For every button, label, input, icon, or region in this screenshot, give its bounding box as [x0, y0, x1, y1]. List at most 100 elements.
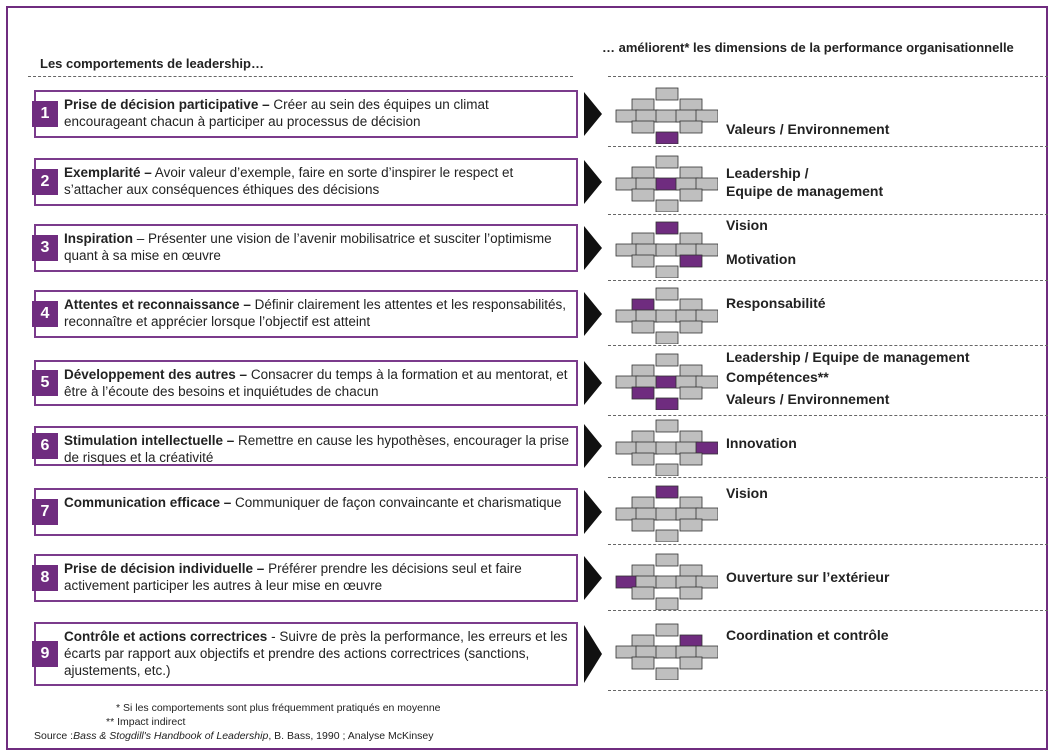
performance-dimension-label: Leadership / — [726, 165, 809, 181]
behavior-title: Attentes et reconnaissance – — [64, 297, 251, 312]
dimension-block-top — [655, 419, 679, 433]
dimension-block-center — [655, 109, 679, 123]
performance-dimension-label: Coordination et contrôle — [726, 627, 889, 643]
behavior-text: Développement des autres – Consacrer du … — [64, 366, 570, 400]
dimension-block-bottom-left — [631, 518, 655, 532]
performance-dimension-label: Leadership / Equipe de management — [726, 349, 970, 365]
dimension-block-bottom-right — [679, 254, 703, 268]
arrow-icon — [584, 92, 602, 136]
behavior-title: Exemplarité – — [64, 165, 152, 180]
behavior-number-badge: 6 — [32, 433, 58, 459]
dimension-block-bottom-right — [679, 188, 703, 202]
behavior-title: Communication efficace – — [64, 495, 232, 510]
performance-dimension-label: Motivation — [726, 251, 796, 267]
dimension-block-bottom-right — [679, 586, 703, 600]
dimension-block-bottom — [655, 331, 679, 344]
dimension-block-center-left — [635, 243, 659, 257]
dimension-block-right — [695, 507, 718, 521]
dimension-block-top-left — [631, 564, 655, 578]
right-header: … améliorent* les dimensions de la perfo… — [602, 40, 1014, 55]
performance-dimension-diagram — [615, 485, 718, 542]
performance-dimension-diagram — [615, 553, 718, 610]
dimension-block-bottom — [655, 463, 679, 476]
dimension-block-top-right — [679, 298, 703, 312]
diagram-frame — [6, 6, 1048, 750]
dimension-block-center — [655, 441, 679, 455]
dimension-block-center — [655, 375, 679, 389]
behavior-title: Contrôle et actions correctrices — [64, 629, 268, 644]
dimension-block-center — [655, 507, 679, 521]
arrow-icon — [584, 361, 602, 405]
performance-dimension-label: Ouverture sur l’extérieur — [726, 569, 890, 585]
behavior-number-badge: 4 — [32, 301, 58, 327]
behavior-number-badge: 3 — [32, 235, 58, 261]
behavior-title: Inspiration — [64, 231, 134, 246]
row-divider — [608, 415, 1048, 416]
dimension-block-bottom — [655, 597, 679, 610]
behavior-number-badge: 1 — [32, 101, 58, 127]
dimension-block-right — [695, 375, 718, 389]
behavior-title: Développement des autres – — [64, 367, 248, 382]
dimension-block-center-left — [635, 645, 659, 659]
source-rest: , B. Bass, 1990 ; Analyse McKinsey — [268, 730, 434, 742]
dimension-block-center — [655, 177, 679, 191]
performance-dimension-label: Compétences** — [726, 369, 829, 385]
row-divider — [608, 610, 1048, 611]
dimension-block-top — [655, 287, 679, 301]
dimension-block-center-left — [635, 109, 659, 123]
performance-dimension-diagram — [615, 353, 718, 410]
behavior-text: Exemplarité – Avoir valeur d’exemple, fa… — [64, 164, 570, 198]
dimension-block-center-right — [675, 575, 699, 589]
dimension-block-left — [615, 375, 639, 389]
footnote-2: ** Impact indirect — [106, 716, 186, 728]
arrow-icon — [584, 160, 602, 204]
dimension-block-top-left — [631, 166, 655, 180]
performance-dimension-diagram — [615, 155, 718, 212]
dimension-block-center-left — [635, 507, 659, 521]
behavior-description: Créer au sein des équipes un climat enco… — [64, 97, 489, 129]
dimension-block-top-left — [631, 634, 655, 648]
dimension-block-bottom-left — [631, 386, 655, 400]
dimension-block-center-left — [635, 575, 659, 589]
dimension-block-left — [615, 109, 639, 123]
dimension-block-top-right — [679, 634, 703, 648]
dimension-block-bottom-left — [631, 188, 655, 202]
dimension-block-left — [615, 243, 639, 257]
dimension-block-bottom-left — [631, 254, 655, 268]
dimension-block-bottom — [655, 265, 679, 278]
behavior-text: Communication efficace – Communiquer de … — [64, 494, 570, 511]
behavior-description: Préférer prendre les décisions seul et f… — [64, 561, 522, 593]
dimension-block-center-right — [675, 441, 699, 455]
dimension-block-center-left — [635, 375, 659, 389]
performance-dimension-diagram — [615, 87, 718, 144]
behavior-text: Inspiration – Présenter une vision de l’… — [64, 230, 570, 264]
source-note: Source :Bass & Stogdill's Handbook of Le… — [34, 730, 434, 742]
arrow-icon — [584, 292, 602, 336]
row-divider — [608, 214, 1048, 215]
arrow-icon — [584, 556, 602, 600]
behavior-box: 7 Communication efficace – Communiquer de… — [32, 488, 578, 536]
behavior-text: Contrôle et actions correctrices - Suivr… — [64, 628, 570, 679]
row-divider — [608, 345, 1048, 346]
dimension-block-bottom — [655, 667, 679, 680]
performance-dimension-label: Equipe de management — [726, 183, 884, 199]
dimension-block-top-left — [631, 298, 655, 312]
dimension-block-top — [655, 623, 679, 637]
row-divider — [608, 477, 1048, 478]
source-title: Bass & Stogdill's Handbook of Leadership — [73, 730, 269, 742]
dimension-block-top — [655, 485, 679, 499]
behavior-number-badge: 7 — [32, 499, 58, 525]
dimension-block-left — [615, 309, 639, 323]
dimension-block-bottom — [655, 199, 679, 212]
performance-dimension-diagram — [615, 419, 718, 476]
dimension-block-center-right — [675, 309, 699, 323]
dimension-block-bottom-right — [679, 518, 703, 532]
dimension-block-center-right — [675, 109, 699, 123]
dimension-block-center-right — [675, 645, 699, 659]
row-divider — [608, 690, 1048, 691]
dimension-block-bottom-left — [631, 120, 655, 134]
footnote-1: * Si les comportements sont plus fréquem… — [116, 702, 441, 714]
dimension-block-top-right — [679, 98, 703, 112]
